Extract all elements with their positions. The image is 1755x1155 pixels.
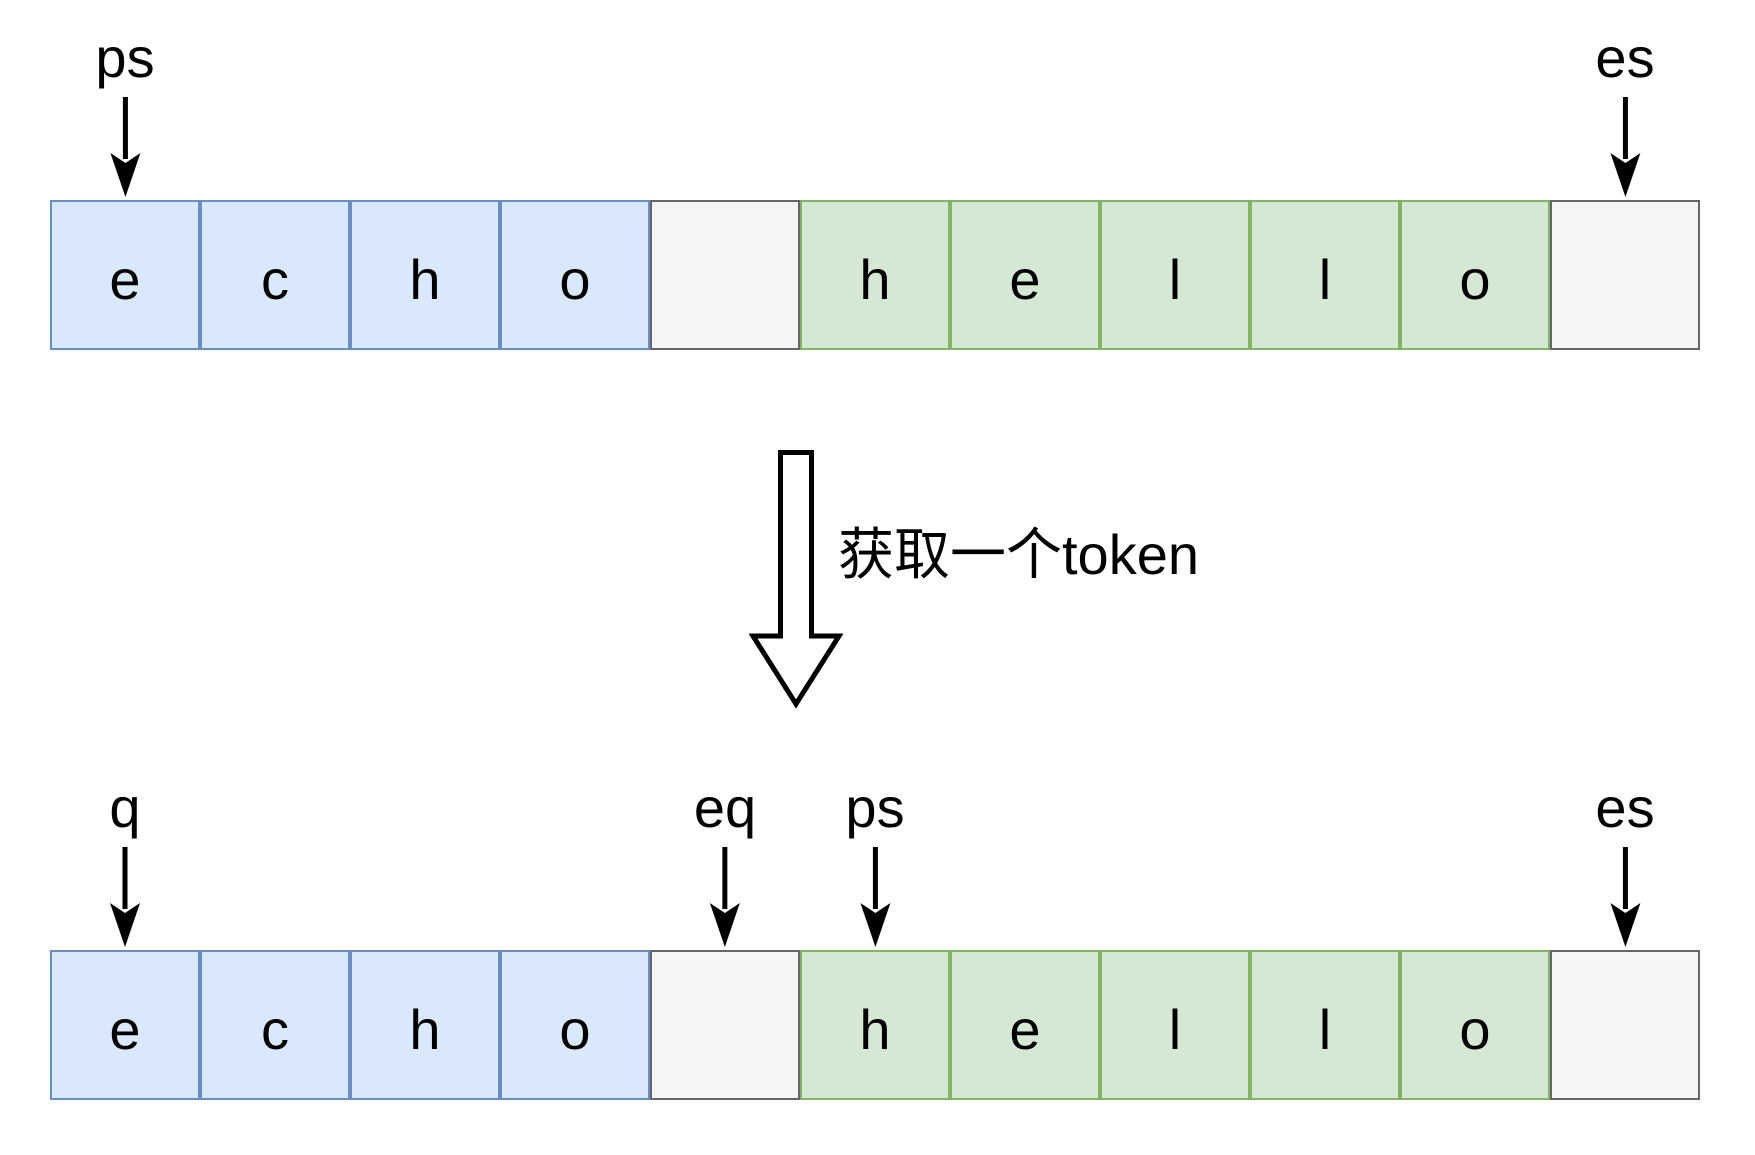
pointer-eq: eq [694, 775, 756, 949]
cell-empty-10 [1550, 950, 1700, 1100]
cell-l-8: l [1250, 200, 1400, 350]
cell-o-9: o [1400, 200, 1550, 350]
pointer-label-eq: eq [693, 776, 757, 839]
cell-l-8: l [1250, 950, 1400, 1100]
down-arrow-icon [860, 847, 890, 947]
cell-c-1: c [200, 200, 350, 350]
pointer-label-ps: ps [95, 26, 155, 89]
cell-empty-4 [650, 950, 800, 1100]
cell-o-3: o [500, 200, 650, 350]
down-arrow-icon [709, 847, 740, 947]
cell-h-5: h [800, 950, 950, 1100]
cell-h-5: h [800, 200, 950, 350]
cell-e-0: e [50, 950, 200, 1100]
transition-label: 获取一个token [838, 523, 1199, 586]
pointer-label-es: es [1595, 26, 1655, 89]
cell-h-2: h [350, 950, 500, 1100]
cell-e-6: e [950, 950, 1100, 1100]
cell-empty-10 [1550, 200, 1700, 350]
pointer-q: q [107, 775, 143, 949]
pointer-label-q: q [109, 776, 141, 839]
down-arrow-icon [1610, 97, 1640, 197]
pointer-label-es: es [1595, 776, 1655, 839]
cell-o-9: o [1400, 950, 1550, 1100]
cell-empty-4 [650, 200, 800, 350]
down-arrow-icon [110, 847, 140, 947]
pointer-ps: ps [95, 25, 155, 199]
cell-l-7: l [1100, 200, 1250, 350]
cell-l-7: l [1100, 950, 1250, 1100]
pointer-es: es [1595, 775, 1655, 949]
get-token-down-arrow-icon [749, 450, 843, 708]
pointer-label-ps: ps [845, 776, 905, 839]
cell-h-2: h [350, 200, 500, 350]
cell-c-1: c [200, 950, 350, 1100]
cell-o-3: o [500, 950, 650, 1100]
down-arrow-icon [1610, 847, 1640, 947]
down-arrow-icon [110, 97, 140, 197]
cell-e-6: e [950, 200, 1100, 350]
pointer-ps: ps [845, 775, 905, 949]
cell-e-0: e [50, 200, 200, 350]
pointer-es: es [1595, 25, 1655, 199]
